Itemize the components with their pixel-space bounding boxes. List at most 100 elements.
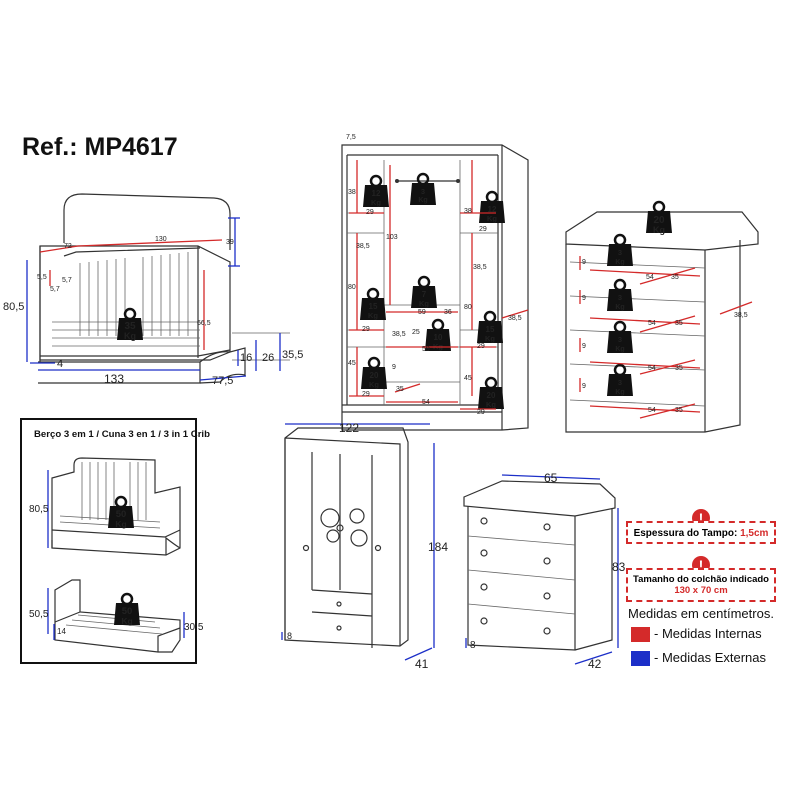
crib-drawing: 35 Kg 130 72 5,5 5,7 5,7 66,5 39 80,5 4 …	[3, 193, 303, 387]
crib-dim-35-5: 35,5	[282, 349, 303, 361]
wardrobe-dim-38a: 38	[348, 189, 356, 196]
wardrobe-dim-25: 25	[412, 329, 420, 336]
dresser-exterior-drawing: 65 83 42 8	[463, 471, 626, 671]
dresser-dim-35a: 35	[671, 274, 679, 281]
crib-dim-foot: 4	[57, 358, 63, 370]
mattress-size-note: Tamanho do colchão indicado 130 x 70 cm	[626, 568, 776, 602]
wardrobe-dim-9: 9	[392, 364, 396, 371]
dresser-interior-drawing: 20 Kg 3 Kg 3 Kg 3 Kg 3 Kg 9 9 9 9 54 35	[565, 200, 759, 433]
crib-mid-dim-height: 80,5	[29, 504, 49, 515]
crib-mid-weight-value: 50	[116, 509, 127, 520]
crib-dim-16: 16	[240, 352, 252, 364]
dresser-dim-54c: 54	[648, 365, 656, 372]
crib-variants-caption: Berço 3 em 1 / Cuna 3 en 1 / 3 in 1 Crib	[34, 429, 210, 440]
crib-dim-inner-depth: 72	[64, 243, 72, 250]
dresser-dim-width: 65	[544, 471, 558, 485]
wardrobe-dim-38-5d: 38,5	[508, 315, 522, 322]
legend-internal-swatch	[631, 627, 650, 643]
wardrobe-dim-38-5a: 38,5	[356, 243, 370, 250]
dresser-dim-9a: 9	[582, 259, 586, 266]
legend-external-label: - Medidas Externas	[654, 650, 766, 665]
legend-external-swatch	[631, 651, 650, 667]
dresser-dim-35c: 35	[675, 365, 683, 372]
reference-title: Ref.: MP4617	[22, 133, 178, 161]
wardrobe-dim-80b: 80	[464, 304, 472, 311]
wardrobe-shelf-right-weight-unit: Kg	[487, 214, 497, 223]
wardrobe-rod-weight-value: 3	[421, 187, 425, 196]
crib-dim-depth: 77,5	[212, 375, 233, 387]
wardrobe-mid-left-weight-value: 15	[369, 302, 378, 311]
dresser-top-weight-value: 20	[653, 215, 665, 226]
dresser-dim-35b: 35	[675, 320, 683, 327]
wardrobe-mid-right-weight-value: 15	[486, 325, 495, 334]
dresser-dim-depth: 42	[588, 657, 602, 671]
wardrobe-drawer-weight-value: 10	[434, 333, 443, 342]
wardrobe-shelf-right-weight-value: 12	[488, 205, 497, 214]
crib-dim-5-7b: 5,7	[50, 286, 60, 293]
wardrobe-dim-29b: 29	[362, 326, 370, 333]
wardrobe-dim-top: 7,5	[346, 134, 356, 141]
wardrobe-bottom-right-weight-unit: Kg	[486, 400, 496, 409]
dresser-drawer3-weight-unit: Kg	[615, 346, 624, 353]
dresser-drawer2-weight-unit: Kg	[615, 304, 624, 311]
crib-dim-length: 133	[104, 372, 124, 386]
wardrobe-dim-45a: 45	[348, 360, 356, 367]
crib-bed-dim-14: 14	[57, 627, 66, 636]
wardrobe-bottom-left-weight-value: 20	[370, 371, 379, 380]
wardrobe-dim-29d: 29	[479, 226, 487, 233]
wardrobe-center-weight-unit: Kg	[419, 299, 429, 308]
crib-dim-39: 39	[226, 239, 234, 246]
crib-dim-height: 80,5	[3, 301, 24, 313]
wardrobe-dim-foot: 8	[287, 631, 292, 641]
wardrobe-dim-103: 103	[386, 234, 398, 241]
wardrobe-dim-59a: 59	[418, 309, 426, 316]
crib-bed-weight-unit: Kg	[121, 616, 132, 626]
wardrobe-dim-height: 184	[428, 540, 448, 554]
tampo-thickness-note: Espessura do Tampo: 1,5cm	[626, 521, 776, 544]
legend-title: Medidas em centímetros.	[628, 606, 774, 621]
dresser-dim-height: 83	[612, 560, 626, 574]
wardrobe-dim-38-5c: 38,5	[392, 331, 406, 338]
dresser-top-weight-unit: Kg	[653, 225, 665, 235]
dresser-dim-54a: 54	[646, 274, 654, 281]
wardrobe-bottom-left-weight-unit: Kg	[369, 380, 379, 389]
dresser-dim-38-5: 38,5	[734, 312, 748, 319]
wardrobe-dim-80a: 80	[348, 284, 356, 291]
wardrobe-dim-29e: 29	[477, 343, 485, 350]
crib-mid-weight-unit: Kg	[115, 519, 126, 529]
mattress-label: Tamanho do colchão indicado	[632, 574, 769, 585]
dresser-dim-foot: 8	[470, 640, 476, 651]
crib-dim-inner-length: 130	[155, 236, 167, 243]
wardrobe-dim-38-5b: 38,5	[473, 264, 487, 271]
wardrobe-dim-38b: 38	[464, 208, 472, 215]
dresser-drawer2-weight-value: 3	[618, 293, 622, 302]
crib-dim-66-5: 66,5	[197, 320, 211, 327]
crib-variant-mid: 50 Kg 80,5	[29, 457, 181, 556]
crib-weight-value: 35	[124, 321, 136, 332]
wardrobe-mid-left-weight-unit: Kg	[368, 311, 378, 320]
dresser-drawer1-weight-value: 3	[618, 248, 622, 257]
wardrobe-mid-right-weight-unit: Kg	[485, 334, 495, 343]
dresser-drawer4-weight-value: 3	[618, 378, 622, 387]
crib-bed-dim-30-5: 30,5	[184, 622, 204, 633]
wardrobe-shelf-left-weight-value: 12	[372, 189, 381, 198]
crib-weight-unit: Kg	[124, 331, 136, 341]
wardrobe-dim-29c: 29	[362, 391, 370, 398]
crib-bed-weight-value: 50	[122, 606, 133, 617]
wardrobe-interior-drawing: 12 Kg 12 Kg 3 Kg 15 Kg 15 Kg 7 Kg 10 Kg …	[341, 134, 529, 431]
legend-external: - Medidas Externas	[631, 650, 766, 667]
legend-internal-label: - Medidas Internas	[654, 626, 762, 641]
dresser-drawer4-weight-unit: Kg	[615, 389, 624, 396]
crib-dim-5-7a: 5,7	[62, 277, 72, 284]
tampo-value: 1,5cm	[740, 528, 769, 539]
wardrobe-shelf-left-weight-unit: Kg	[371, 198, 381, 207]
dresser-dim-54d: 54	[648, 407, 656, 414]
wardrobe-dim-59b: 59	[422, 346, 430, 353]
dresser-drawer3-weight-value: 3	[618, 335, 622, 344]
dresser-dim-9c: 9	[582, 343, 586, 350]
dresser-dim-9b: 9	[582, 295, 586, 302]
dresser-dim-35d: 35	[675, 407, 683, 414]
wardrobe-dim-29a: 29	[366, 209, 374, 216]
wardrobe-dim-54: 54	[422, 399, 430, 406]
